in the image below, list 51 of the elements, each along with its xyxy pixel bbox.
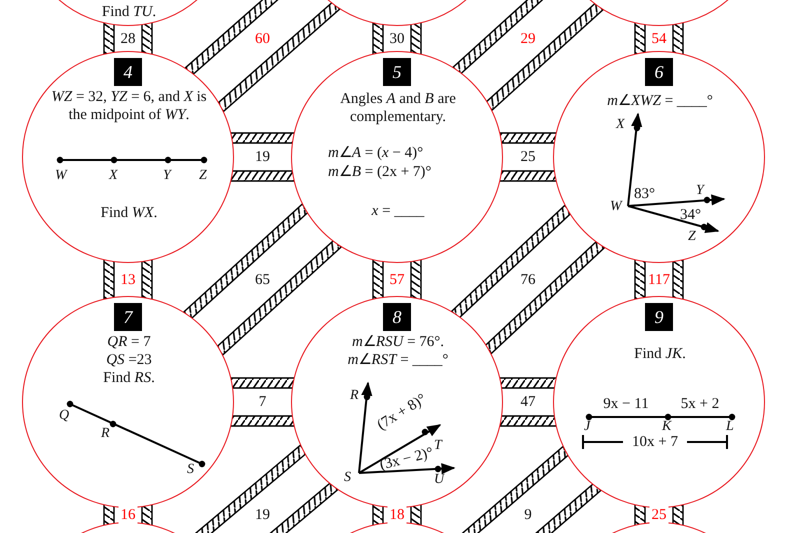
angle-label: 83°: [634, 185, 655, 203]
point-label: Z: [199, 167, 207, 185]
problem-number: 7: [114, 303, 142, 331]
point-label: J: [584, 418, 590, 436]
point-label: S: [187, 461, 194, 479]
point-label: Y: [696, 182, 704, 200]
angle-label: (3x − 2)°: [378, 444, 435, 474]
bridge: [184, 0, 341, 112]
problem-text: Find RS.: [102, 369, 156, 387]
length-label: 5x + 2: [680, 395, 720, 413]
problem-number: 5: [383, 58, 411, 86]
problem-text: m∠RSU = 76°.: [350, 333, 446, 351]
problem-number: 8: [383, 303, 411, 331]
angle-label: 34°: [680, 206, 701, 224]
point-label: W: [610, 198, 622, 216]
angle-label: (7x + 8)°: [374, 390, 430, 434]
bridge: [452, 0, 604, 112]
problem-text: QR = 7: [106, 333, 152, 351]
problem-text: m∠RST = ____°: [346, 351, 450, 369]
equation-text: m∠B = (2x + 7)°: [328, 163, 432, 181]
point-label: Z: [688, 228, 696, 246]
point-label: Q: [59, 407, 70, 425]
point-label: U: [434, 471, 444, 489]
problem-text: QS =23: [105, 351, 153, 369]
point-label: W: [55, 167, 67, 185]
problem-number: 6: [645, 58, 673, 86]
problem-text: Angles A and B are complementary.: [339, 90, 457, 126]
problem-text: m∠XWZ = ____°: [606, 92, 714, 110]
point-label: R: [101, 425, 110, 443]
edge-label: 16: [118, 506, 138, 524]
problem-text: Find WX.: [100, 204, 158, 222]
bridge: [182, 203, 342, 356]
point-label: X: [109, 167, 118, 185]
point-label: K: [662, 418, 672, 436]
point-label: T: [434, 437, 442, 455]
length-label: 9x − 11: [602, 395, 650, 413]
problem-number: 4: [114, 58, 142, 86]
problem-number: 9: [645, 303, 673, 331]
problem-text: Find TU.: [100, 3, 158, 21]
problem-text: WZ = 32, YZ = 6, and X is the midpoint of WY.: [51, 88, 207, 124]
point-label: R: [350, 387, 359, 405]
problem-text: Find JK.: [633, 345, 687, 363]
point-label: X: [616, 116, 625, 134]
point-label: S: [344, 469, 351, 487]
edge-label: 25: [650, 506, 668, 524]
bridge: [450, 204, 606, 354]
point-label: Y: [163, 167, 171, 185]
point-label: L: [726, 418, 734, 436]
answer-blank-text: x = ____: [370, 202, 426, 220]
edge-label: 18: [388, 506, 406, 524]
equation-text: m∠A = (x − 4)°: [328, 144, 424, 162]
